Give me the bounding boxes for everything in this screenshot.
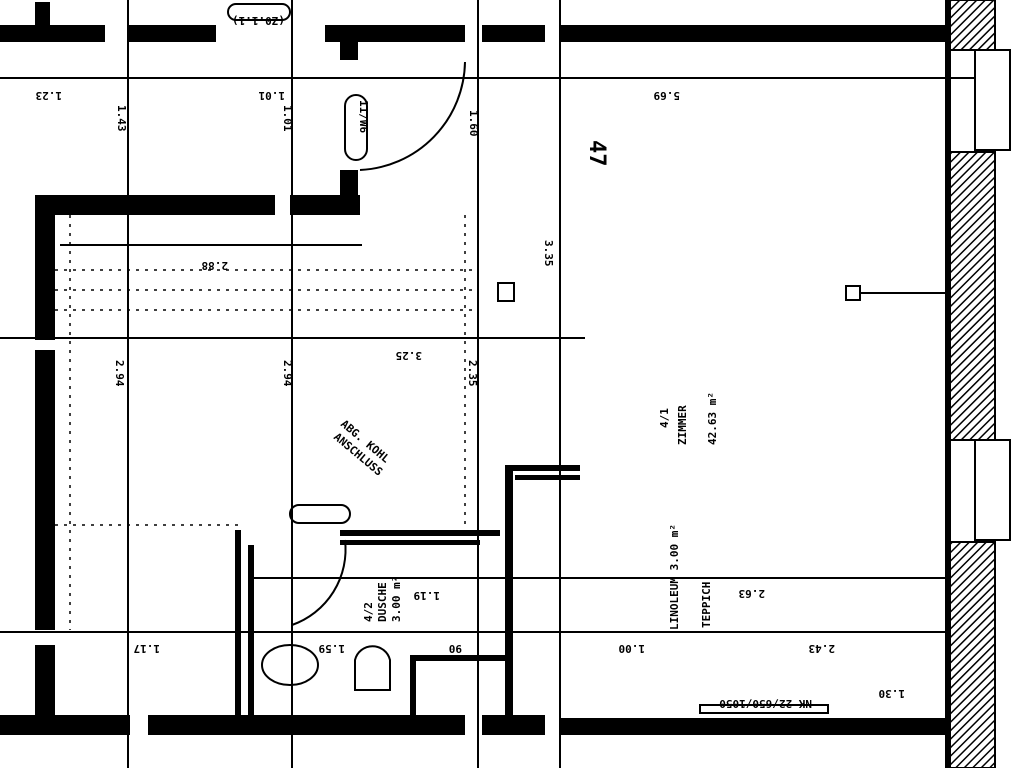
- dimension-label: 1.01: [281, 105, 294, 132]
- grid-lines: [0, 0, 975, 768]
- room-name: ZIMMER: [676, 405, 689, 445]
- dimension-label: 2.35: [466, 360, 479, 387]
- dimension-label: 3.35: [542, 240, 555, 267]
- dimension-label: 1.17: [134, 642, 161, 655]
- dimension-label: 1.43: [115, 105, 128, 132]
- dimension-label: 2.43: [809, 642, 836, 655]
- dimension-label: 3.25: [396, 349, 423, 362]
- dimension-label: 1.59: [319, 642, 346, 655]
- room-area: 3.00 m²: [390, 576, 403, 622]
- dimension-label: 5.69: [654, 89, 681, 102]
- dimension-label: 2.94: [113, 360, 126, 387]
- floor-note: TEPPICH: [700, 582, 713, 628]
- washbasin: [261, 644, 319, 686]
- toilet: [354, 645, 391, 691]
- walls: [0, 0, 996, 768]
- dimension-label: 2.88: [202, 259, 229, 272]
- dimension-label: 1.19: [414, 589, 441, 602]
- dimension-label: 1.01: [258, 89, 285, 102]
- radiator-note: NK 22/650/1050: [719, 697, 812, 710]
- floor-note: LINOLEUM 3.00 m²: [668, 524, 681, 630]
- top-tag: (Z0.1.1): [232, 14, 285, 27]
- dimension-label: 1.60: [467, 110, 480, 137]
- windows: [974, 49, 1011, 541]
- room-number: 47: [584, 140, 609, 167]
- room-name: DUSCHE: [376, 582, 389, 622]
- door-swing: [359, 61, 466, 171]
- bath-door-swing: [291, 539, 347, 626]
- radiator: [699, 704, 829, 714]
- dimension-label: 2.94: [281, 360, 294, 387]
- dimension-label: 90: [449, 642, 462, 655]
- labels: (Z0.1.1) 11/W6 47 1.23 1.01 5.69 1.43 1.…: [36, 14, 906, 710]
- dimension-label: 1.23: [36, 89, 63, 102]
- dimension-label: 1.00: [619, 642, 646, 655]
- room-id: 4/1: [658, 408, 671, 428]
- dimension-label: 1.30: [879, 687, 906, 700]
- column-marker: [497, 282, 515, 302]
- column-marker: [845, 285, 861, 301]
- room-area: 42.63 m²: [706, 392, 719, 445]
- room-id: 4/2: [362, 602, 375, 622]
- dimension-label: 2.63: [739, 587, 766, 600]
- door-tag: 11/W6: [357, 100, 370, 133]
